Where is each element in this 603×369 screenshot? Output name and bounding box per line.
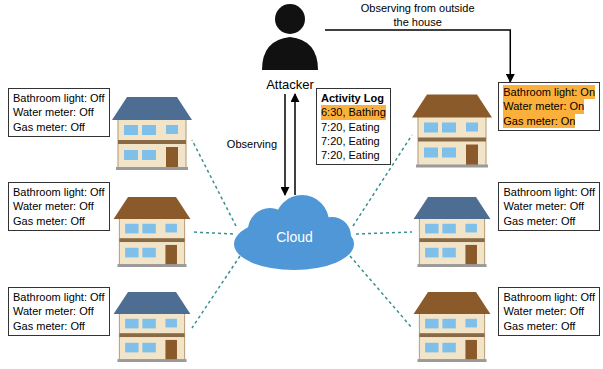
status-text: Gas meter: Off	[503, 319, 595, 333]
status-box: Bathroom light: OffWater meter: OffGas m…	[8, 88, 110, 137]
log-entry: 7:20, Eating	[321, 148, 386, 162]
status-text: Bathroom light: Off	[13, 290, 105, 304]
dashed-link	[192, 232, 233, 234]
activity-log-box: Activity Log6:30, Bathing7:20, Eating7:2…	[316, 88, 391, 165]
status-box: Bathroom light: OffWater meter: OffGas m…	[498, 287, 600, 336]
attacker-label: Attacker	[266, 77, 314, 92]
status-box: Bathroom light: OnWater meter: OnGas met…	[498, 82, 600, 131]
status-text: Gas meter: Off	[13, 120, 105, 134]
arrow-connector	[325, 30, 510, 82]
status-text: Water meter: Off	[503, 304, 595, 318]
status-text: Water meter: On	[503, 99, 584, 113]
status-text: Bathroom light: On	[503, 85, 595, 99]
cloud-node: Cloud	[232, 192, 357, 272]
house	[114, 292, 191, 362]
status-text: Water meter: Off	[13, 105, 105, 119]
status-text: Gas meter: On	[503, 114, 575, 128]
house	[412, 95, 492, 168]
dashed-link	[192, 140, 236, 226]
house	[114, 197, 191, 267]
dashed-link	[192, 256, 240, 328]
arrow-connector	[294, 94, 296, 195]
status-text: Water meter: Off	[13, 304, 105, 318]
dashed-link	[356, 232, 412, 234]
log-entry: 6:30, Bathing	[321, 105, 386, 119]
edge-label: Observing	[227, 138, 277, 152]
status-text: Gas meter: Off	[503, 214, 595, 228]
status-text: Bathroom light: Off	[13, 185, 105, 199]
edge-label: Observing from outside the house	[355, 2, 480, 30]
status-text: Gas meter: Off	[13, 214, 105, 228]
cloud-label: Cloud	[276, 219, 313, 245]
attacker-silhouette	[262, 4, 318, 70]
dashed-link	[350, 256, 412, 328]
status-box: Bathroom light: OffWater meter: OffGas m…	[8, 287, 110, 336]
house	[112, 97, 192, 170]
status-text: Bathroom light: Off	[13, 91, 105, 105]
house	[414, 197, 491, 267]
status-text: Gas meter: Off	[13, 319, 105, 333]
status-box: Bathroom light: OffWater meter: OffGas m…	[498, 182, 600, 231]
attacker-node: Attacker	[255, 0, 325, 92]
house	[414, 292, 491, 362]
log-entry: 7:20, Eating	[321, 120, 386, 134]
status-box: Bathroom light: OffWater meter: OffGas m…	[8, 182, 110, 231]
status-text: Water meter: Off	[13, 199, 105, 213]
status-text: Water meter: Off	[503, 199, 595, 213]
log-entry: Activity Log	[321, 91, 386, 105]
status-text: Bathroom light: Off	[503, 290, 595, 304]
status-text: Bathroom light: Off	[503, 185, 595, 199]
arrow-connector	[284, 94, 286, 195]
log-entry: 7:20, Eating	[321, 134, 386, 148]
